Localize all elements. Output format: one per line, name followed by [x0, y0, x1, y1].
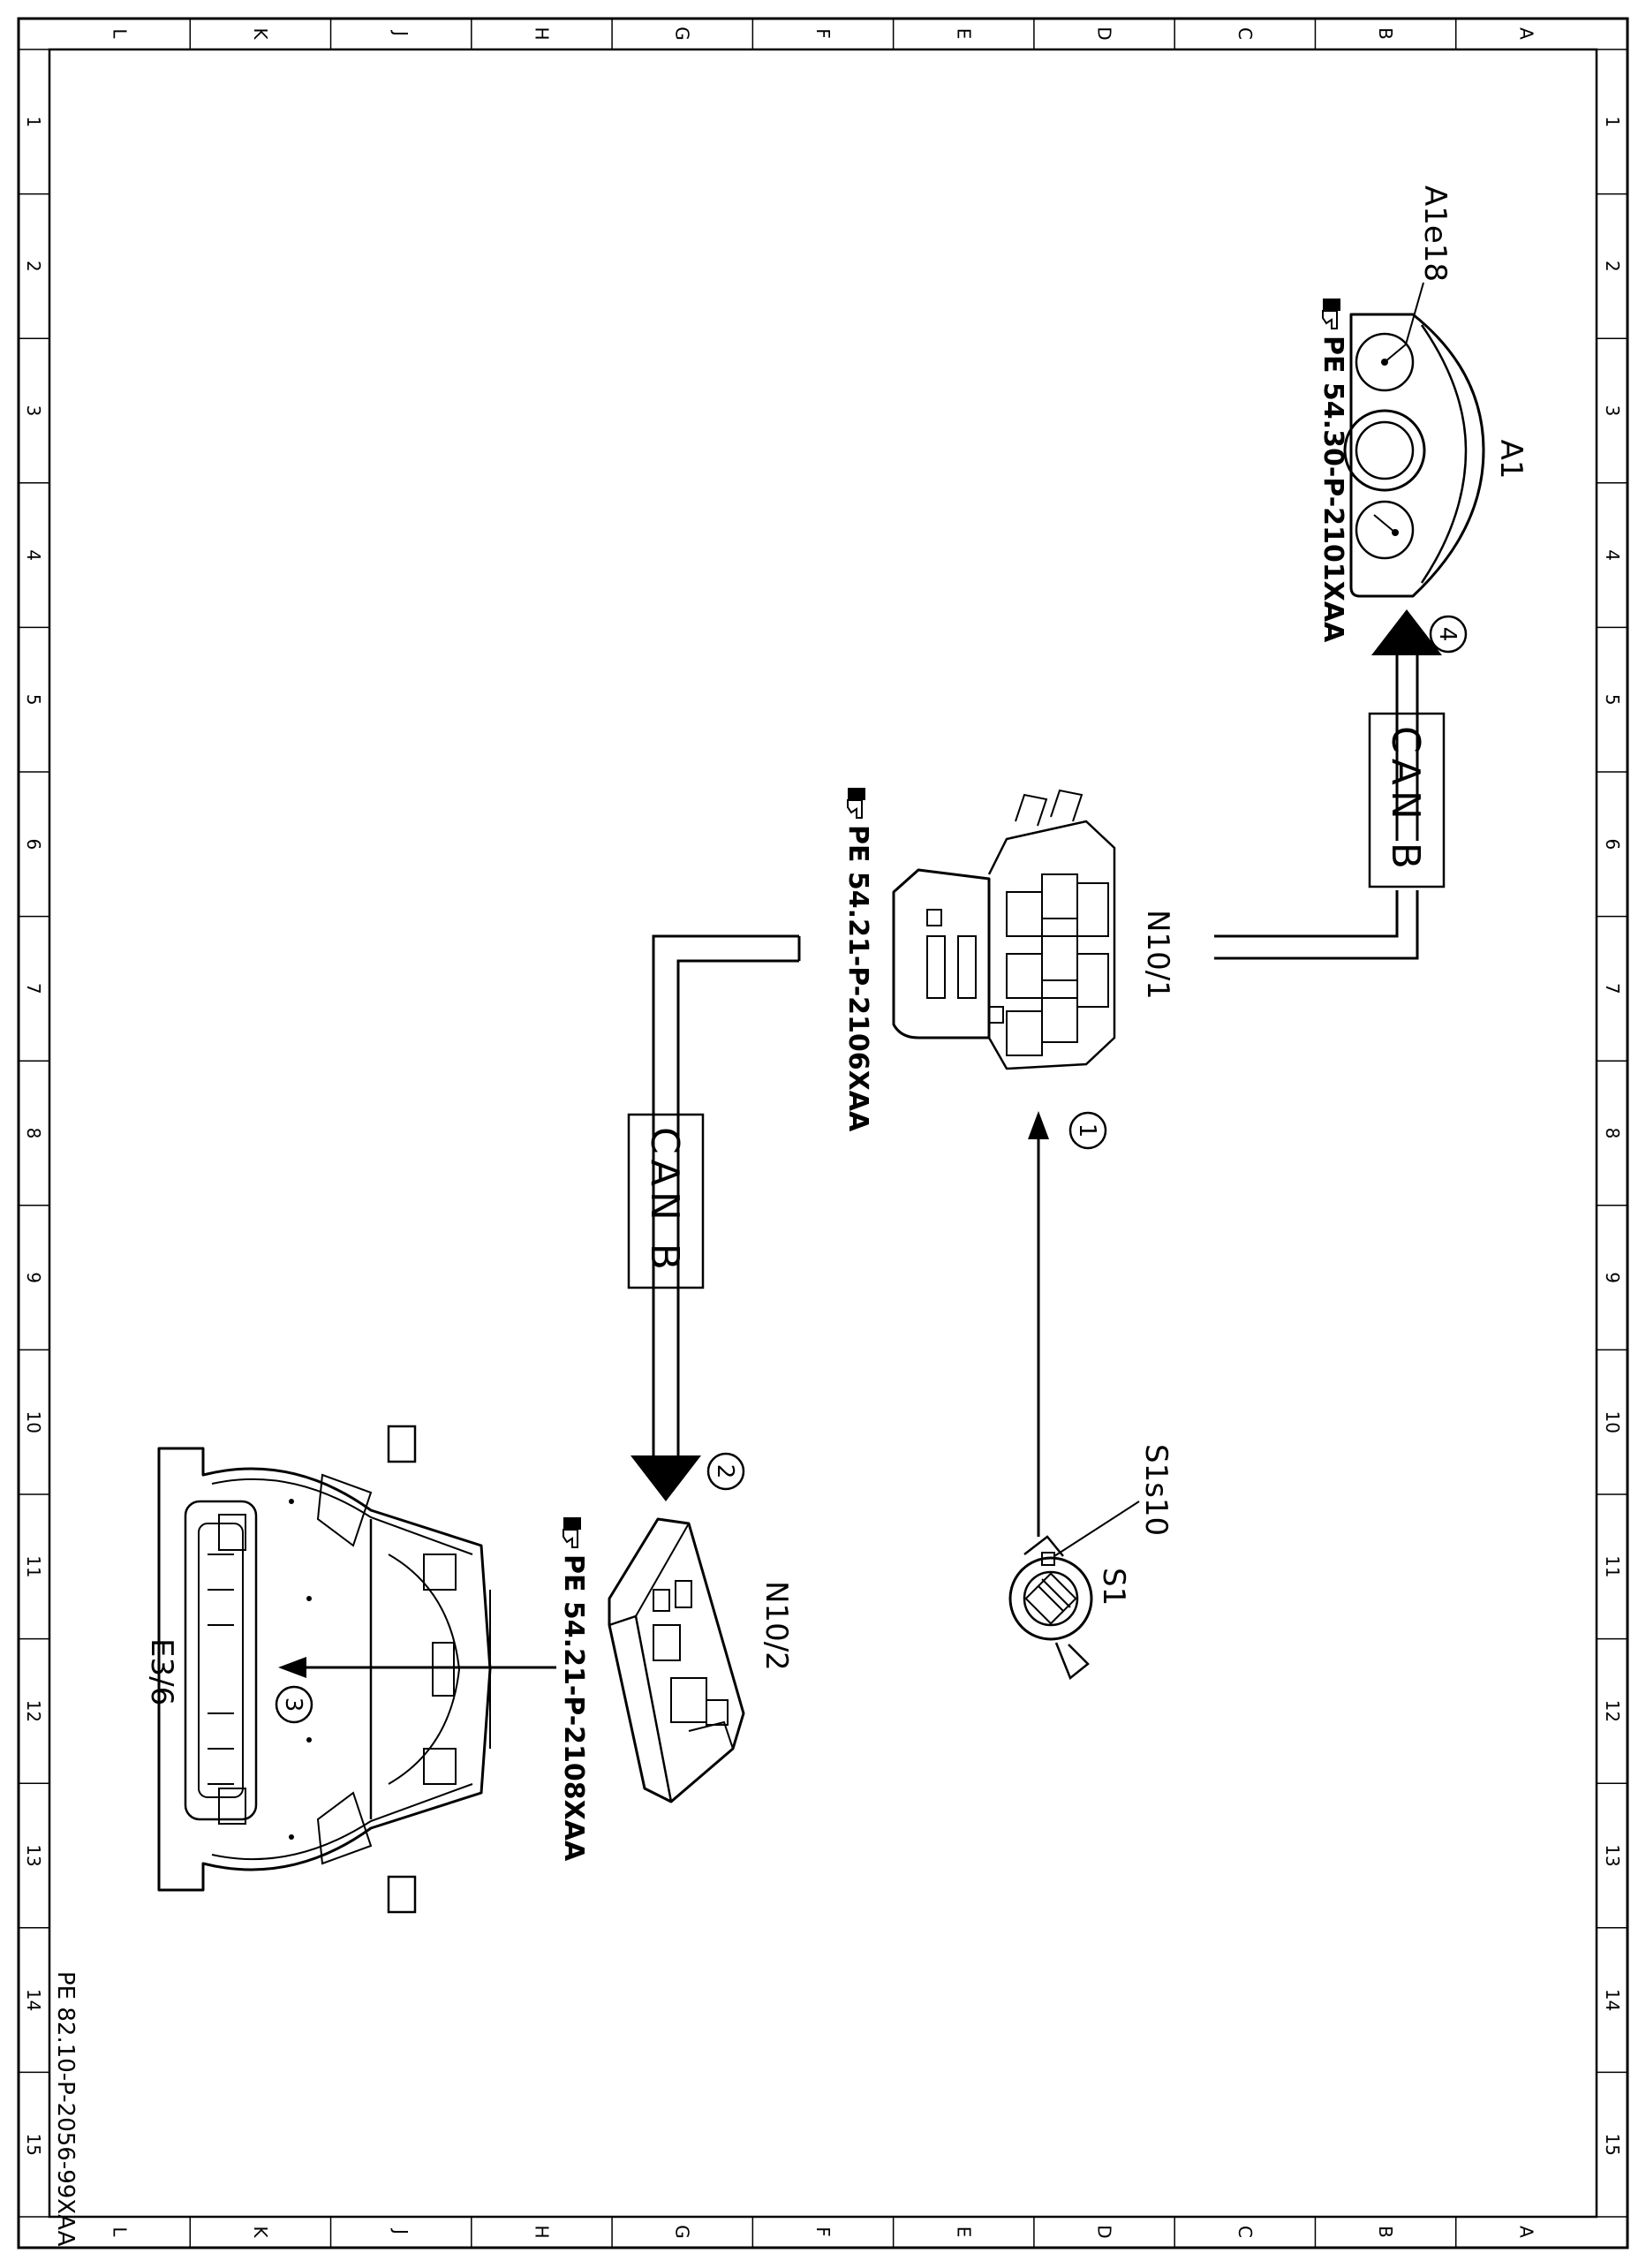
- row-number-left: 7: [23, 983, 44, 994]
- a1e18-label: A1e18: [1417, 185, 1453, 282]
- a1e18-label-group: A1e18: [1417, 185, 1453, 282]
- row-number-left: 6: [23, 838, 44, 850]
- step-marker-2: 2: [706, 1452, 745, 1491]
- step-2-label: 2: [712, 1464, 738, 1479]
- row-number-left: 9: [23, 1272, 44, 1283]
- control-module-n10-1: [892, 789, 1116, 1070]
- row-number-left: 10: [23, 1410, 44, 1433]
- a1-label: A1: [1493, 440, 1529, 480]
- column-letter-top: B: [1375, 27, 1396, 40]
- row-number-left: 12: [23, 1700, 44, 1722]
- document-id: PE 82.10-P-2056-99XAA: [52, 1971, 79, 2247]
- document-id-group: PE 82.10-P-2056-99XAA: [52, 1971, 79, 2247]
- column-letter-top: F: [812, 28, 834, 39]
- step-1-label: 1: [1074, 1123, 1100, 1138]
- instrument-cluster-a1: [1343, 282, 1485, 598]
- column-letter-top: L: [109, 28, 131, 39]
- can-bus-lower: CAN B: [627, 934, 801, 1501]
- column-letter-bottom: G: [672, 2225, 693, 2239]
- n10-1-label: N10/1: [1140, 910, 1175, 1000]
- column-letter-top: D: [1094, 26, 1115, 40]
- row-number-right: 8: [1602, 1128, 1623, 1139]
- row-number-right: 14: [1602, 1989, 1623, 2011]
- s1-label: S1: [1096, 1568, 1131, 1606]
- column-letter-top: H: [531, 26, 552, 40]
- step-4-label: 4: [1434, 627, 1461, 642]
- a1-label-group: A1: [1493, 440, 1529, 480]
- row-number-left: 4: [23, 549, 44, 561]
- row-number-right: 6: [1602, 838, 1623, 850]
- control-module-n10-2: [608, 1517, 745, 1803]
- column-letter-bottom: J: [390, 2227, 412, 2234]
- n10-1-ref-text: PE 54.21-P-2106XAA: [842, 825, 873, 1132]
- row-number-right: 9: [1602, 1272, 1623, 1283]
- row-number-right: 13: [1602, 1844, 1623, 1866]
- can-b-label-lower: CAN B: [642, 1127, 687, 1275]
- column-letter-top: E: [953, 28, 974, 40]
- row-number-left: 8: [23, 1128, 44, 1139]
- row-number-right: 4: [1602, 549, 1623, 561]
- n10-2-ref-group: PE 54.21-P-2108XAA: [558, 1517, 589, 1862]
- step-1-arrow: 1: [1028, 1111, 1107, 1537]
- column-letter-bottom: D: [1094, 2225, 1115, 2238]
- column-letter-bottom: H: [531, 2225, 552, 2238]
- row-number-left: 2: [23, 261, 44, 272]
- column-letter-top: K: [250, 27, 271, 40]
- row-number-left: 14: [23, 1989, 44, 2011]
- s1-label-group: S1: [1096, 1568, 1131, 1606]
- row-number-right: 12: [1602, 1700, 1623, 1722]
- row-number-right: 11: [1602, 1555, 1623, 1577]
- n10-2-ref-text: PE 54.21-P-2108XAA: [558, 1554, 589, 1862]
- row-number-left: 1: [23, 116, 44, 127]
- ignition-switch-s1: [1008, 1501, 1140, 1681]
- a1-ref-group: PE 54.30-P-2101XAA: [1318, 299, 1348, 643]
- row-number-right: 7: [1602, 983, 1623, 994]
- column-letter-top: G: [672, 26, 693, 41]
- row-number-right: 5: [1602, 694, 1623, 706]
- column-letter-top: A: [1515, 27, 1537, 40]
- column-letter-bottom: E: [953, 2226, 974, 2238]
- a1-ref-text: PE 54.30-P-2101XAA: [1318, 336, 1348, 643]
- column-letter-bottom: K: [250, 2226, 271, 2238]
- pointing-hand-icon: [847, 788, 865, 819]
- row-number-right: 10: [1602, 1410, 1623, 1433]
- row-number-right: 1: [1602, 116, 1623, 127]
- column-letter-bottom: L: [109, 2226, 131, 2237]
- row-number-right: 3: [1602, 405, 1623, 417]
- column-letter-top: C: [1234, 27, 1256, 40]
- column-letter-bottom: B: [1375, 2226, 1396, 2238]
- step-3-arrow: 3: [275, 1657, 556, 1724]
- e3-6-label-group: E3/6: [144, 1638, 179, 1705]
- step-3-label: 3: [280, 1697, 306, 1712]
- row-number-left: 13: [23, 1844, 44, 1866]
- can-bus-upper: CAN B: [1214, 609, 1446, 960]
- e3-6-label: E3/6: [144, 1638, 179, 1705]
- s1s10-label: S1s10: [1138, 1444, 1174, 1536]
- n10-2-label: N10/2: [759, 1581, 794, 1671]
- row-number-left: 11: [23, 1555, 44, 1577]
- step-marker-4: 4: [1429, 615, 1468, 654]
- row-number-left: 5: [23, 694, 44, 706]
- row-number-right: 2: [1602, 261, 1623, 272]
- column-letter-top: J: [390, 29, 412, 36]
- pointing-hand-icon: [1322, 299, 1340, 329]
- column-letter-bottom: A: [1515, 2226, 1537, 2238]
- row-number-left: 3: [23, 405, 44, 417]
- row-number-left: 15: [23, 2133, 44, 2155]
- column-letter-bottom: F: [812, 2226, 834, 2237]
- row-number-right: 15: [1602, 2133, 1623, 2155]
- vehicle-front-view: [157, 1425, 492, 1914]
- n10-1-ref-group: PE 54.21-P-2106XAA: [842, 788, 873, 1132]
- can-b-label-upper: CAN B: [1383, 726, 1428, 874]
- s1s10-label-group: S1s10: [1138, 1444, 1174, 1536]
- n10-1-label-group: N10/1: [1140, 910, 1175, 1000]
- n10-2-label-group: N10/2: [759, 1581, 794, 1671]
- column-letter-bottom: C: [1234, 2226, 1256, 2238]
- pointing-hand-icon: [563, 1517, 581, 1548]
